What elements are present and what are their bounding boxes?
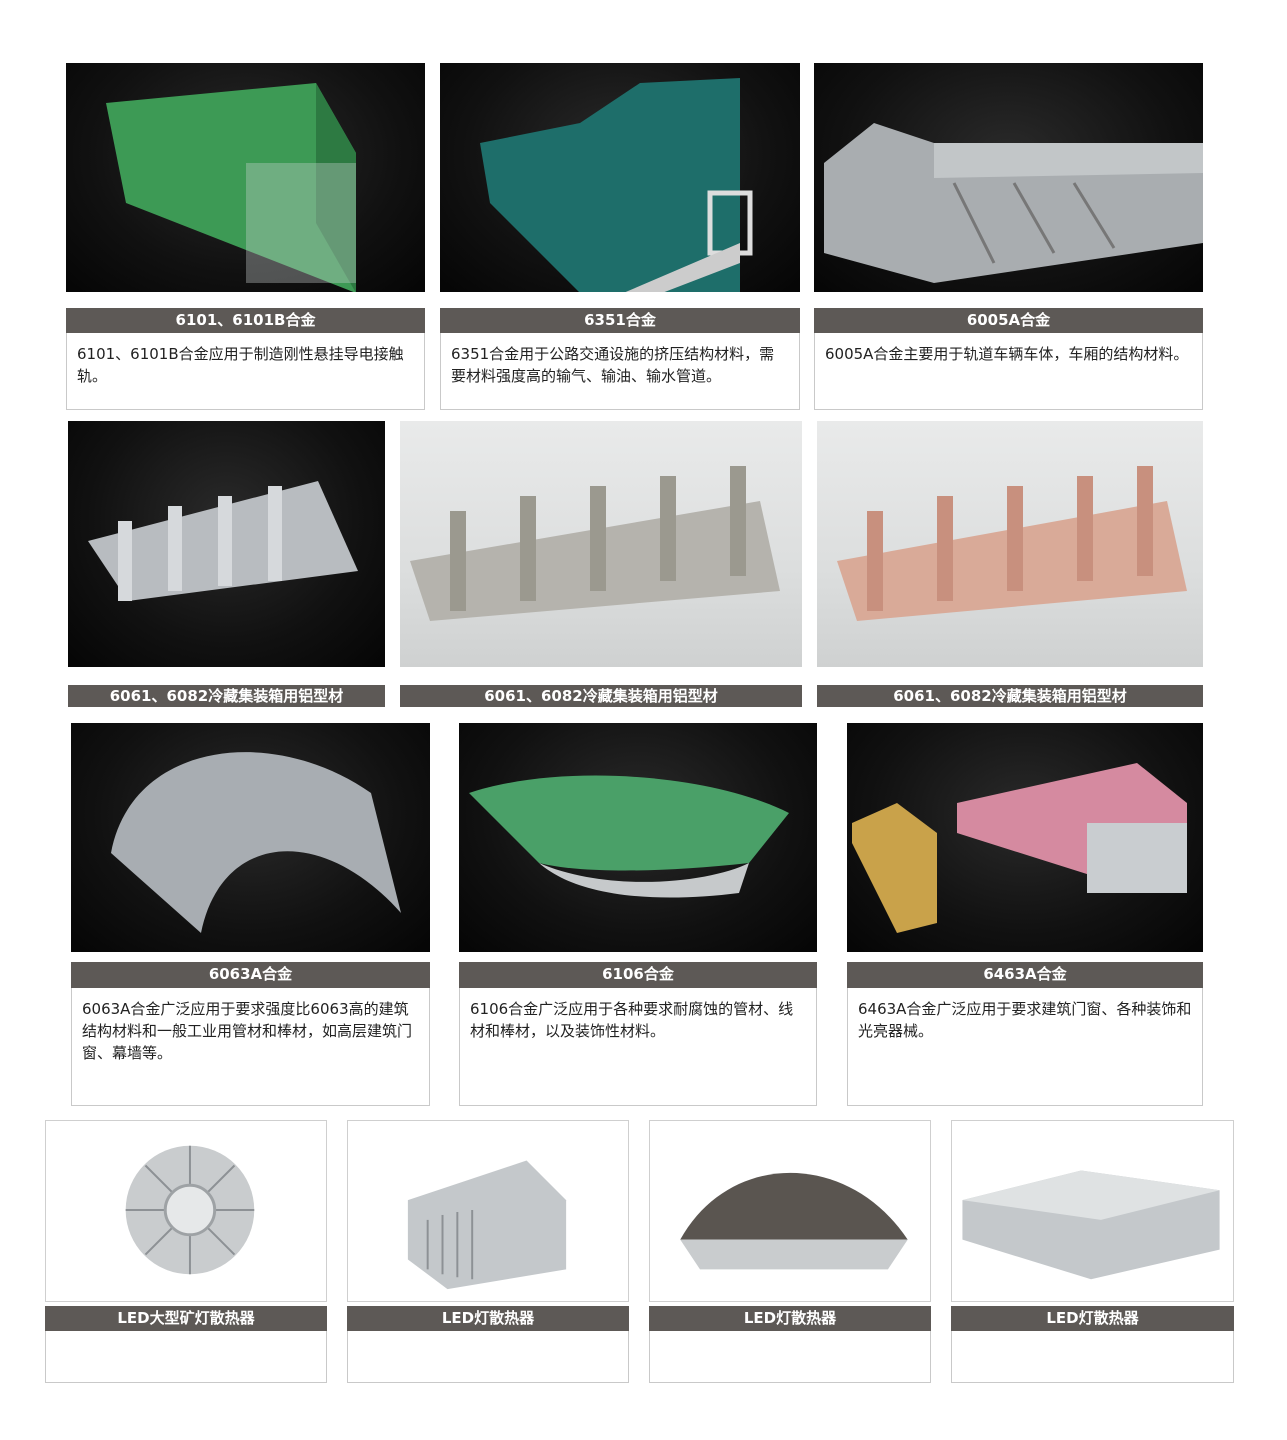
product-description: 6106合金广泛应用于各种要求耐腐蚀的管材、线材和棒材，以及装饰性材料。: [459, 988, 817, 1106]
product-image-heatsink-arc: [649, 1120, 931, 1302]
product-title: 6061、6082冷藏集装箱用铝型材: [68, 685, 385, 707]
product-description-empty: [951, 1331, 1234, 1383]
product-image-6063A: [71, 723, 430, 952]
product-description: 6063A合金广泛应用于要求强度比6063高的建筑结构材料和一般工业用管材和棒材…: [71, 988, 430, 1106]
product-description: 6101、6101B合金应用于制造刚性悬挂导电接触轨。: [66, 333, 425, 410]
product-title: 6106合金: [459, 962, 817, 988]
product-title: LED灯散热器: [951, 1306, 1234, 1331]
product-image-6101: [66, 63, 425, 292]
product-image-6005A: [814, 63, 1203, 292]
product-title: 6061、6082冷藏集装箱用铝型材: [817, 685, 1203, 707]
product-image-6106: [459, 723, 817, 952]
product-image-container-profile: [817, 421, 1203, 667]
product-description-empty: [45, 1331, 327, 1383]
product-image-container-profile: [68, 421, 385, 667]
product-title: 6063A合金: [71, 962, 430, 988]
product-title: 6005A合金: [814, 308, 1203, 333]
product-image-heatsink-flat: [951, 1120, 1234, 1302]
product-title: LED灯散热器: [347, 1306, 629, 1331]
product-description: 6351合金用于公路交通设施的挤压结构材料，需要材料强度高的输气、输油、输水管道…: [440, 333, 800, 410]
product-image-6351: [440, 63, 800, 292]
product-description-empty: [649, 1331, 931, 1383]
product-title: LED大型矿灯散热器: [45, 1306, 327, 1331]
product-image-heatsink: [347, 1120, 629, 1302]
product-image-heatsink-round: [45, 1120, 327, 1302]
product-title: 6061、6082冷藏集装箱用铝型材: [400, 685, 802, 707]
product-description: 6463A合金广泛应用于要求建筑门窗、各种装饰和光亮器械。: [847, 988, 1203, 1106]
product-title: 6351合金: [440, 308, 800, 333]
product-image-container-profile: [400, 421, 802, 667]
product-title: 6463A合金: [847, 962, 1203, 988]
product-title: LED灯散热器: [649, 1306, 931, 1331]
product-image-6463A: [847, 723, 1203, 952]
product-description-empty: [347, 1331, 629, 1383]
product-description: 6005A合金主要用于轨道车辆车体，车厢的结构材料。: [814, 333, 1203, 410]
product-title: 6101、6101B合金: [66, 308, 425, 333]
